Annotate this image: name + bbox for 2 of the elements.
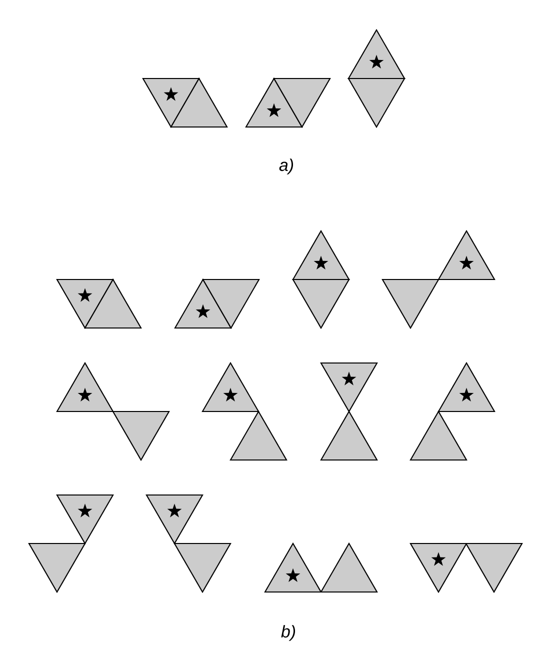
- panel-label: a): [279, 158, 294, 174]
- panel-label: b): [281, 625, 296, 641]
